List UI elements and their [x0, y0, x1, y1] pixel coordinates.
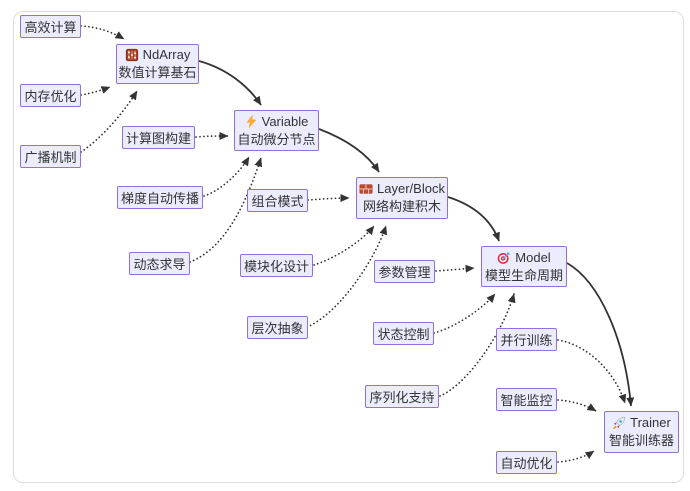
node-layer-block: Layer/Block 网络构建积木 [356, 177, 448, 219]
node-title: NdArray [142, 47, 191, 62]
node-trainer: Trainer 智能训练器 [604, 411, 679, 453]
node-ndarray: NdArray 数值计算基石 [116, 44, 199, 84]
node-title: Variable [261, 113, 309, 129]
leaf-composition-pattern: 组合模式 [247, 189, 308, 212]
node-model: Model 模型生命周期 [481, 246, 567, 287]
leaf-modular-design: 模块化设计 [240, 254, 313, 277]
node-title: Layer/Block [377, 181, 445, 196]
leaf-efficient-computing: 高效计算 [20, 15, 81, 38]
node-variable: Variable 自动微分节点 [234, 110, 319, 151]
brick-icon [359, 182, 373, 196]
leaf-auto-optimization: 自动优化 [496, 451, 557, 474]
node-subtitle: 自动微分节点 [237, 131, 316, 147]
leaf-hierarchical-abstraction: 层次抽象 [247, 316, 308, 339]
leaf-graph-construction: 计算图构建 [122, 126, 195, 149]
node-subtitle: 智能训练器 [608, 433, 674, 448]
target-icon [497, 251, 511, 265]
leaf-gradient-propagation: 梯度自动传播 [117, 186, 203, 209]
node-title: Model [515, 249, 551, 265]
leaf-parameter-management: 参数管理 [374, 260, 435, 283]
diagram-frame [13, 11, 684, 483]
leaf-dynamic-derivation: 动态求导 [129, 252, 190, 275]
leaf-smart-monitoring: 智能监控 [496, 388, 557, 411]
node-title: Trainer [630, 415, 671, 430]
node-subtitle: 数值计算基石 [118, 65, 197, 80]
rocket-icon [612, 416, 626, 430]
abacus-icon [125, 48, 139, 62]
lightning-icon [245, 115, 258, 128]
leaf-parallel-training: 并行训练 [496, 328, 557, 351]
leaf-broadcast-mechanism: 广播机制 [20, 145, 81, 168]
leaf-memory-optimization: 内存优化 [20, 84, 81, 107]
leaf-state-control: 状态控制 [373, 322, 434, 345]
node-subtitle: 模型生命周期 [484, 267, 563, 283]
node-subtitle: 网络构建积木 [362, 199, 441, 214]
leaf-serialization-support: 序列化支持 [365, 385, 439, 408]
